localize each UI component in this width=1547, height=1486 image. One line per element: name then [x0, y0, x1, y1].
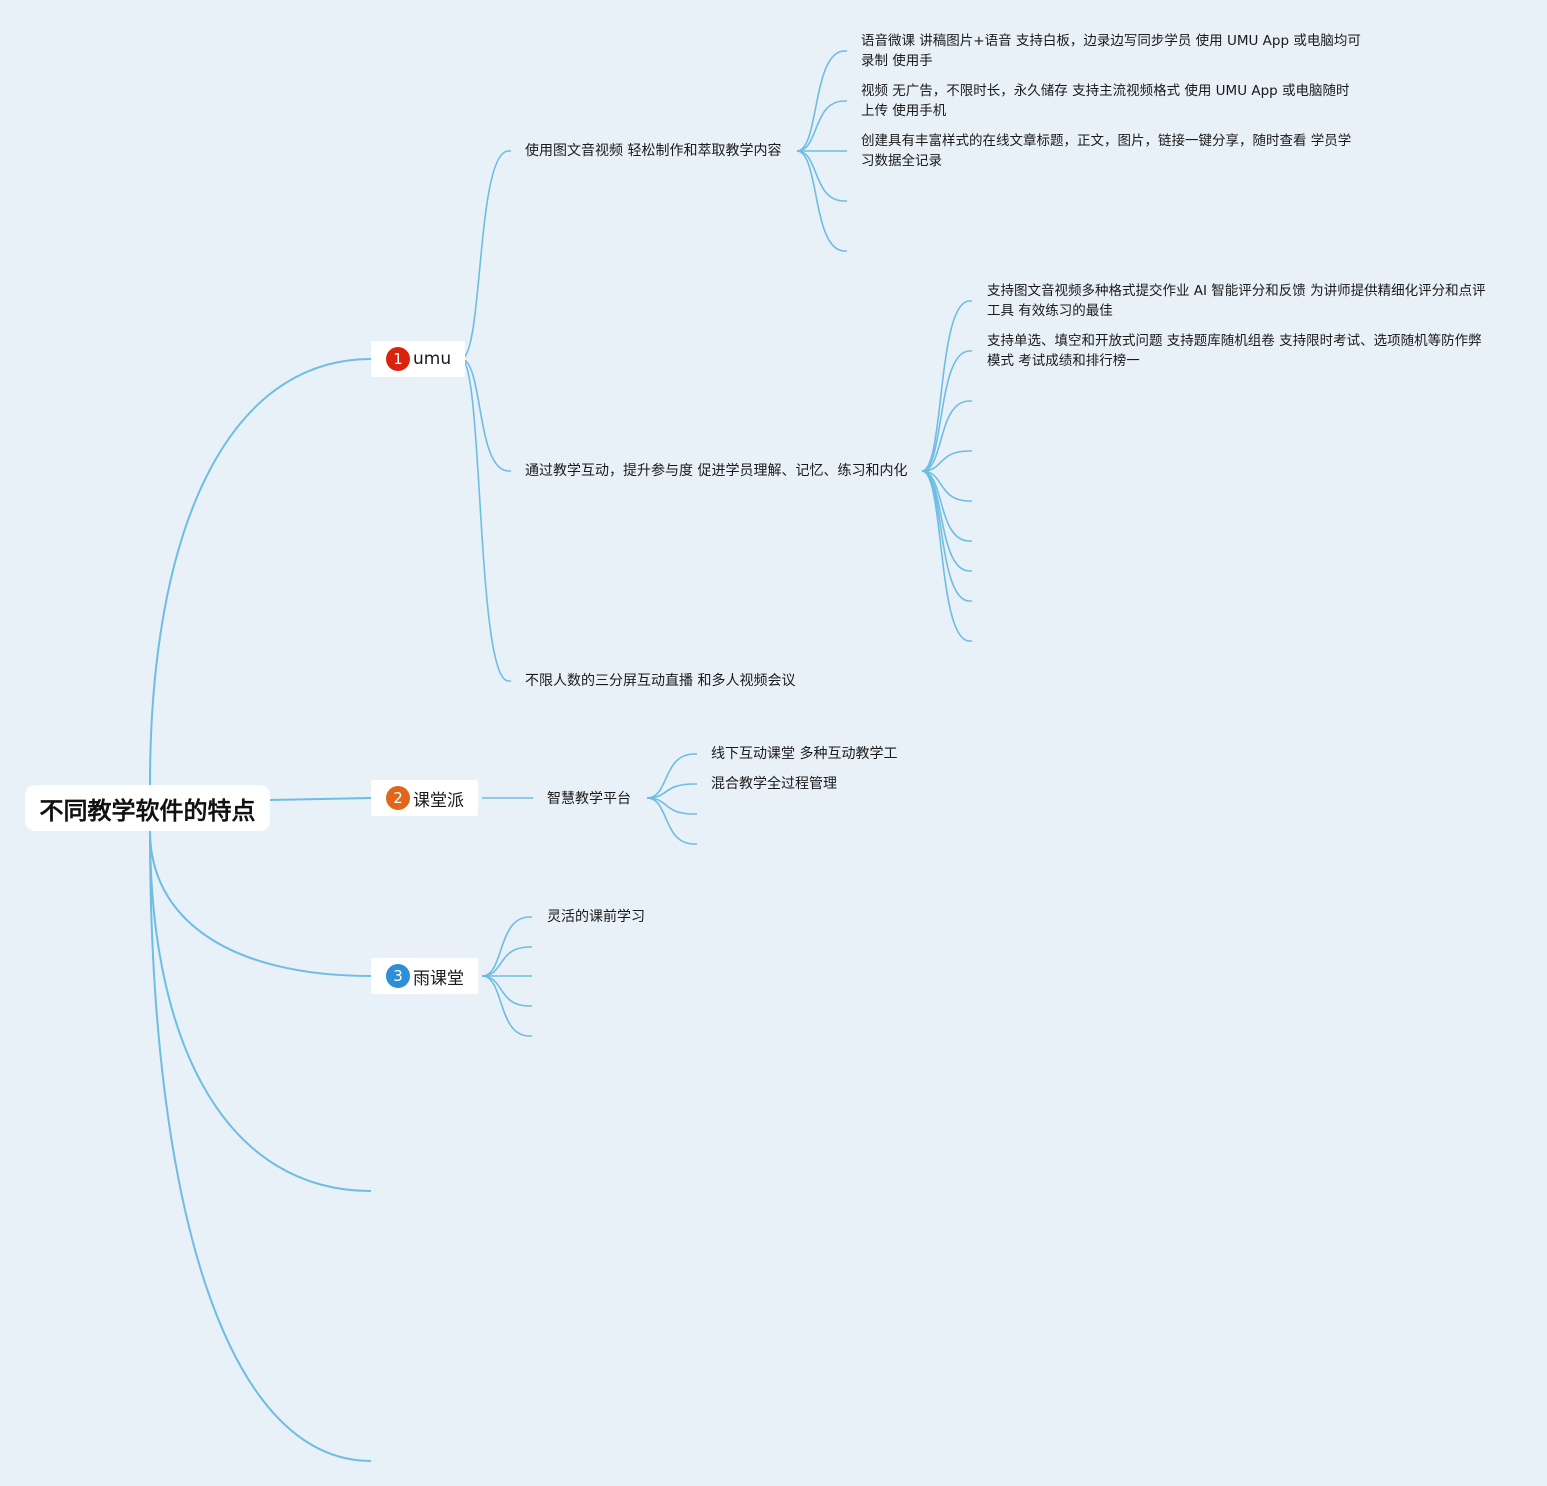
umu-subtopic-interaction[interactable]: 通过教学互动，提升参与度 促进学员理解、记忆、练习和内化 — [525, 463, 908, 479]
umu-leaf-exam[interactable]: 支持单选、填空和开放式问题 支持题库随机组卷 支持限时考试、选项随机等防作弊模式… — [987, 333, 1482, 369]
connector-umu-interaction — [460, 358, 511, 472]
connector-interaction-leaf-2 — [921, 400, 972, 472]
branch-ketangpai[interactable]: 2 课堂派 — [371, 780, 478, 816]
badge-3: 3 — [386, 964, 410, 988]
umu-leaf-homework[interactable]: 支持图文音视频多种格式提交作业 AI 智能评分和反馈 为讲师提供精细化评分和点评… — [987, 283, 1486, 319]
connector-root-empty-2 — [149, 830, 372, 1462]
connector-yuketang-leaf-0 — [481, 916, 532, 977]
connector-interaction-leaf-8 — [921, 470, 972, 642]
branch-umu[interactable]: 1 umu — [371, 341, 466, 377]
branch-ketangpai-label: 课堂派 — [413, 790, 464, 811]
connector-yuketang-leaf-4 — [481, 975, 532, 1037]
umu-leaf-article[interactable]: 创建具有丰富样式的在线文章标题，正文，图片，链接一键分享，随时查看 学员学习数据… — [861, 133, 1352, 169]
connector-yuketang-leaf-1 — [481, 946, 532, 977]
connector-interaction-leaf-4 — [921, 470, 972, 502]
badge-2: 2 — [386, 786, 410, 810]
connector-interaction-leaf-5 — [921, 470, 972, 542]
connector-interaction-leaf-7 — [921, 470, 972, 602]
connector-root-yuketang — [149, 830, 372, 977]
umu-subtopic-content[interactable]: 使用图文音视频 轻松制作和萃取教学内容 — [525, 143, 782, 159]
connector-interaction-leaf-3 — [921, 450, 972, 472]
branch-umu-label: umu — [413, 349, 452, 369]
connector-content-leaf-0 — [796, 50, 847, 152]
connector-content-leaf-1 — [796, 100, 847, 152]
connector-platform-leaf-3 — [646, 797, 697, 845]
connector-umu-content — [460, 150, 511, 360]
connector-platform-leaf-2 — [646, 797, 697, 815]
connector-content-leaf-3 — [796, 150, 847, 202]
connector-root-empty-1 — [149, 830, 372, 1192]
connector-interaction-leaf-0 — [921, 300, 972, 472]
branch-yuketang[interactable]: 3 雨课堂 — [371, 958, 478, 994]
yuketang-subtopic-preclass[interactable]: 灵活的课前学习 — [547, 909, 645, 925]
connector-root-ketangpai — [269, 797, 372, 801]
ketangpai-leaf-offline[interactable]: 线下互动课堂 多种互动教学工 — [711, 746, 898, 762]
ketangpai-leaf-blended[interactable]: 混合教学全过程管理 — [711, 776, 837, 792]
umu-leaf-voice-lesson[interactable]: 语音微课 讲稿图片+语音 支持白板，边录边写同步学员 使用 UMU App 或电… — [861, 33, 1361, 69]
root-title: 不同教学软件的特点 — [39, 796, 256, 825]
connector-platform-leaf-1 — [646, 783, 697, 799]
connector-root-umu — [149, 358, 372, 786]
ketangpai-subtopic-platform[interactable]: 智慧教学平台 — [547, 791, 631, 807]
umu-leaf-video[interactable]: 视频 无广告，不限时长，永久储存 支持主流视频格式 使用 UMU App 或电脑… — [861, 83, 1350, 119]
root-topic[interactable]: 不同教学软件的特点 — [25, 785, 270, 831]
connector-interaction-leaf-1 — [921, 350, 972, 472]
umu-subtopic-live[interactable]: 不限人数的三分屏互动直播 和多人视频会议 — [525, 673, 796, 689]
badge-1: 1 — [386, 347, 410, 371]
connector-platform-leaf-0 — [646, 753, 697, 799]
connector-umu-live — [460, 358, 511, 682]
branch-yuketang-label: 雨课堂 — [413, 968, 464, 989]
connector-yuketang-leaf-3 — [481, 975, 532, 1007]
connector-content-leaf-4 — [796, 150, 847, 252]
